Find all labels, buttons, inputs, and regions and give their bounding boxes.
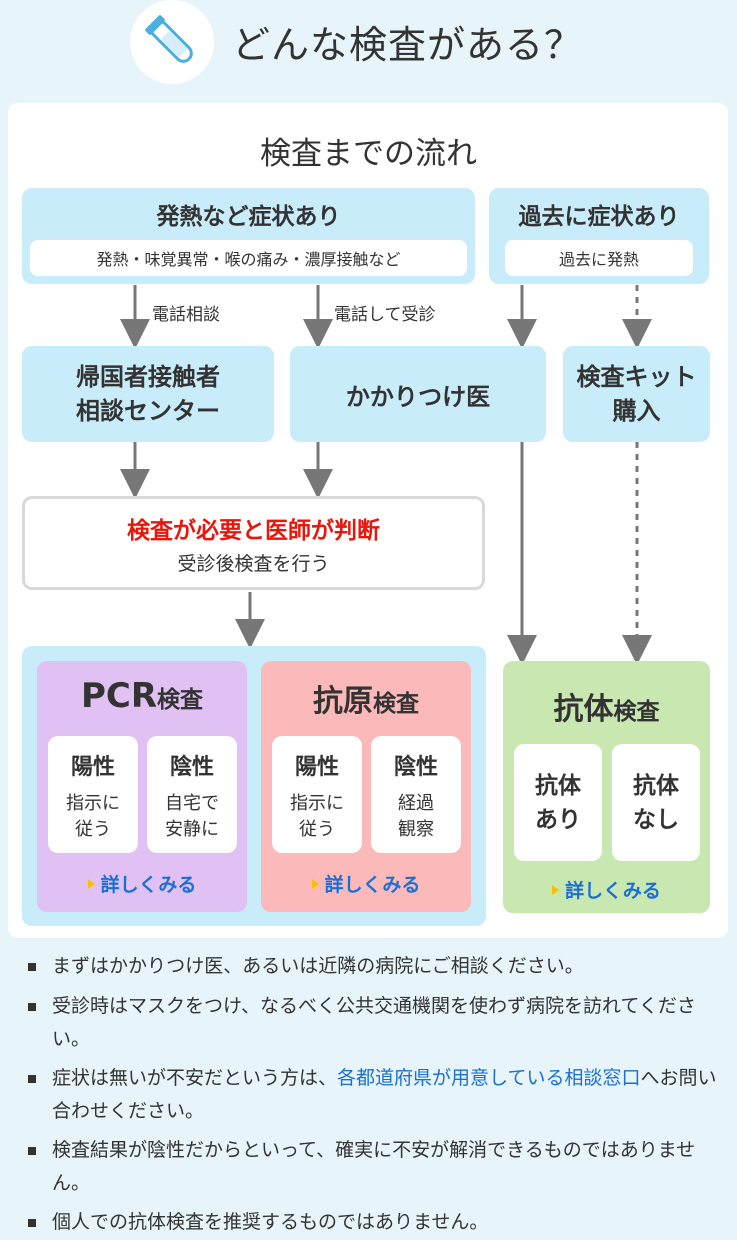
pcr-positive-label: 陽性 <box>70 754 115 780</box>
flow-arrows <box>120 285 652 665</box>
antigen-negative-line1: 経過 <box>398 792 434 814</box>
note-item-3-after: へお問い合わせください。 <box>52 1067 717 1122</box>
covid-test-tube-icon <box>130 0 214 84</box>
pcr-positive-line1: 指示に <box>66 792 120 814</box>
pcr-title-suffix: 検査 <box>157 687 204 713</box>
note-item-3-before: 症状は無いが不安だという方は、 <box>52 1067 338 1089</box>
antigen-title: 抗原検査 <box>261 676 471 720</box>
antigen-title-suffix: 検査 <box>373 691 419 717</box>
test-tube-icon <box>145 15 193 63</box>
list-bullet <box>28 1003 36 1011</box>
note-item-3: 症状は無いが不安だという方は、各都道府県が用意している相談窓口へお問い合わせくだ… <box>52 1062 724 1128</box>
family-doctor-label: かかりつけ医 <box>345 382 491 411</box>
pcr-positive-line2: 従う <box>75 818 111 840</box>
symptoms-now-detail: 発熱・味覚異常・喉の痛み・濃厚接触など <box>30 240 467 276</box>
pcr-negative-card: 陰性 自宅で 安静に <box>147 736 237 853</box>
pcr-title: PCR検査 <box>37 676 247 716</box>
list-bullet <box>28 963 36 971</box>
antibody-yes-card: 抗体 あり <box>514 744 602 861</box>
pcr-title-main: PCR <box>80 676 158 716</box>
pcr-more-link[interactable]: 詳しくみる <box>37 870 247 897</box>
antibody-yes-line2: あり <box>535 806 581 833</box>
note-item-5: 個人での抗体検査を推奨するものではありません。 <box>52 1211 489 1233</box>
doctor-decision-subtitle: 受診後検査を行う <box>177 552 330 575</box>
antigen-positive-card: 陽性 指示に 従う <box>272 736 362 853</box>
list-bullet <box>28 1147 36 1155</box>
symptoms-now-title: 発熱など症状あり <box>156 204 341 230</box>
consultation-center-line2: 相談センター <box>76 397 220 425</box>
page-title: どんな検査がある？ <box>232 23 584 67</box>
antibody-title-suffix: 検査 <box>613 699 660 725</box>
doctor-decision-box: 検査が必要と医師が判断 受診後検査を行う <box>22 496 485 590</box>
antibody-more-label: 詳しくみる <box>565 880 661 902</box>
arrow-label-phone-visit: 電話して受診 <box>334 305 436 325</box>
test-kit-line2: 購入 <box>612 397 661 425</box>
pcr-negative-line1: 自宅で <box>165 792 219 814</box>
pcr-more-arrow-icon <box>87 878 95 889</box>
antibody-more-arrow-icon <box>552 884 560 895</box>
antigen-negative-label: 陰性 <box>393 754 438 780</box>
test-kit-line1: 検査キット <box>576 363 697 391</box>
antigen-negative-card: 陰性 経過 観察 <box>371 736 461 853</box>
note-item-4: 検査結果が陰性だからといって、確実に不安が解消できるものではありません。 <box>52 1139 696 1194</box>
pcr-positive-card: 陽性 指示に 従う <box>48 736 138 853</box>
pcr-more-label: 詳しくみる <box>100 874 197 896</box>
antigen-positive-line1: 指示に <box>290 792 344 814</box>
consultation-window-link[interactable]: 各都道府県が用意している相談窓口 <box>337 1067 641 1089</box>
antigen-positive-label: 陽性 <box>294 754 339 780</box>
antigen-positive-line2: 従う <box>299 818 335 840</box>
doctor-decision-title: 検査が必要と医師が判断 <box>127 517 380 544</box>
family-doctor-box: かかりつけ医 <box>290 346 546 442</box>
antigen-negative-line2: 観察 <box>398 818 434 840</box>
antigen-more-label: 詳しくみる <box>324 874 421 896</box>
flow-title: 検査までの流れ <box>260 136 477 172</box>
symptoms-past-detail: 過去に発熱 <box>505 240 693 276</box>
antibody-yes-line1: 抗体 <box>535 772 581 799</box>
antigen-more-arrow-icon <box>311 878 319 889</box>
arrow-label-phone-consult: 電話相談 <box>152 305 220 325</box>
note-item-2: 受診時はマスクをつけ、なるべく公共交通機関を使わず病院を訪れてください。 <box>52 995 696 1050</box>
antibody-title-main: 抗体 <box>553 692 614 727</box>
antigen-title-main: 抗原 <box>313 684 373 719</box>
antibody-no-line2: なし <box>633 806 679 833</box>
pcr-negative-label: 陰性 <box>169 754 214 780</box>
antibody-no-card: 抗体 なし <box>612 744 700 861</box>
list-bullet <box>28 1075 36 1083</box>
consultation-center-line1: 帰国者接触者 <box>76 363 220 391</box>
test-kit-box: 検査キット 購入 <box>563 346 710 442</box>
list-bullet <box>28 1219 36 1227</box>
note-item-1: まずはかかりつけ医、あるいは近隣の病院にご相談ください。 <box>52 955 584 977</box>
antibody-more-link[interactable]: 詳しくみる <box>503 876 710 903</box>
symptoms-past-title: 過去に症状あり <box>518 204 680 230</box>
pcr-negative-line2: 安静に <box>165 818 219 840</box>
consultation-center-box: 帰国者接触者 相談センター <box>22 346 274 442</box>
antibody-title: 抗体検査 <box>503 684 710 728</box>
antibody-no-line1: 抗体 <box>633 772 679 799</box>
antigen-more-link[interactable]: 詳しくみる <box>261 870 471 897</box>
